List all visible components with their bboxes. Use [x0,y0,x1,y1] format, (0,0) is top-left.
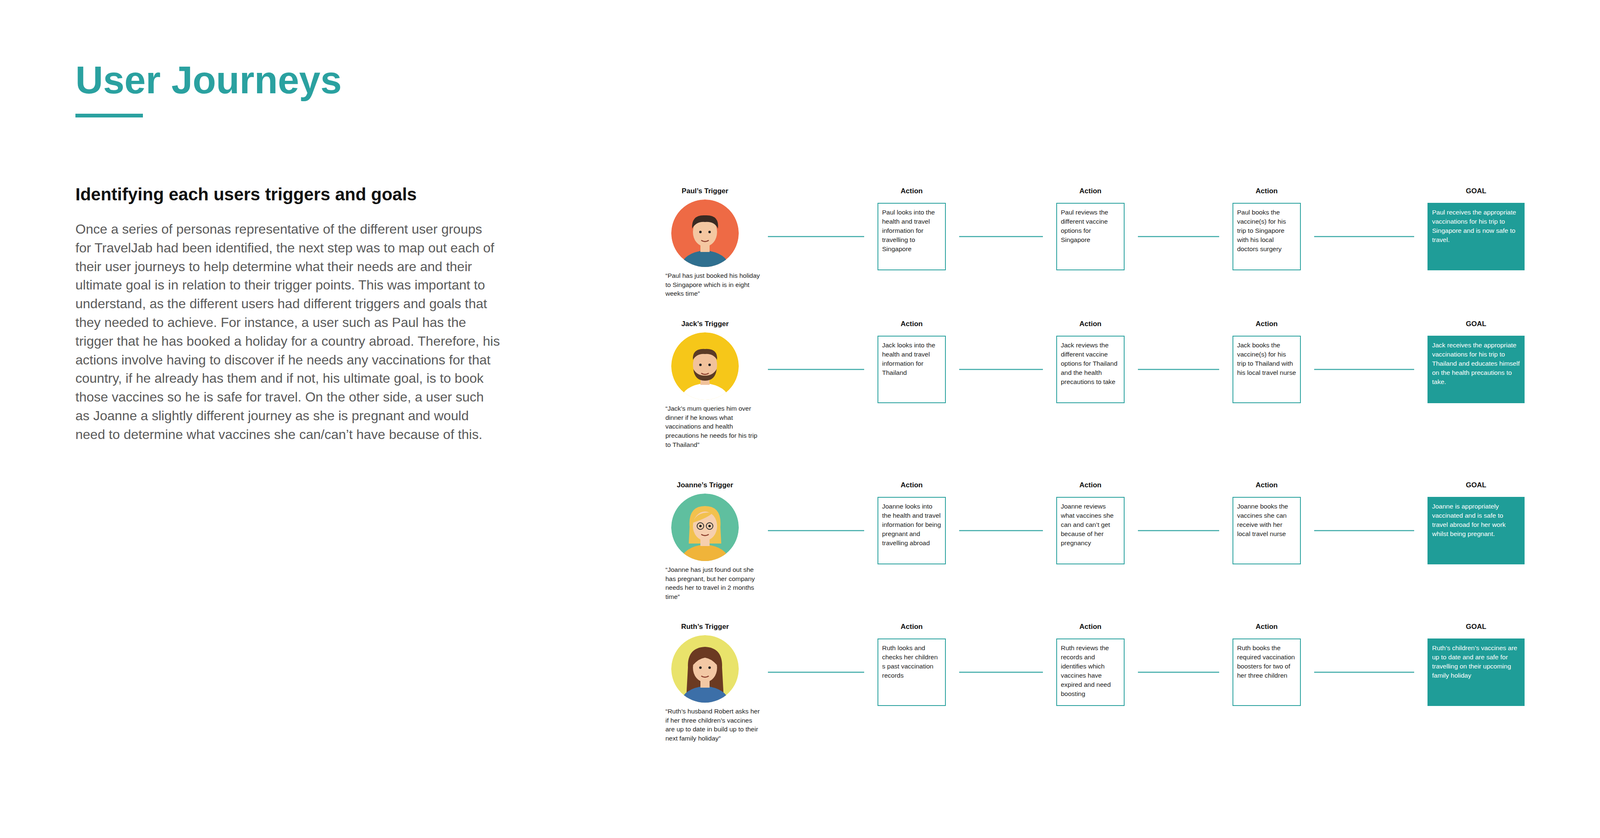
persona-trigger: Ruth’s Trigger “Ruth’s husband Robert ask… [665,622,766,744]
column-heading: Action [1056,622,1125,632]
column-heading: Action [1056,320,1125,329]
page-title: User Journeys [75,58,342,103]
goal-heading: GOAL [1427,622,1525,632]
column-heading: Action [1056,187,1125,196]
goal-text: Joanne is appropriately vaccinated and i… [1432,502,1520,539]
column-heading: Action [1232,320,1301,329]
action-box: Jack books the vaccine(s) for his trip t… [1232,335,1301,404]
action-box: Ruth looks and checks her children s pas… [877,638,946,707]
journey-connector [959,530,1043,532]
column-heading: Action [1232,187,1301,196]
column-heading: Action [877,320,946,329]
persona-trigger: Jack’s Trigger “Jack’s mum queries him ov… [665,320,766,450]
persona-trigger: Paul’s Trigger “Paul has just booked his … [665,187,766,299]
trigger-heading: Jack’s Trigger [665,320,745,329]
column-heading: Action [877,481,946,490]
journey-connector [1314,236,1415,238]
action-text: Jack looks into the health and travel in… [882,340,942,378]
trigger-quote: “Joanne has just found out she has pregn… [665,565,763,602]
journey-connector [1137,236,1220,238]
action-box: Ruth books the required vaccination boos… [1232,638,1301,707]
column-heading: Action [1232,481,1301,490]
goal-box: Jack receives the appropriate vaccinatio… [1427,335,1525,404]
trigger-heading: Ruth’s Trigger [665,622,745,632]
journey-connector [1137,530,1220,532]
action-text: Ruth books the required vaccination boos… [1237,643,1297,681]
persona-avatar [671,332,739,400]
trigger-heading: Paul’s Trigger [665,187,745,196]
journey-connector [1314,672,1415,674]
goal-heading: GOAL [1427,320,1525,329]
action-text: Jack reviews the different vaccine optio… [1060,340,1120,387]
action-box: Ruth reviews the records and identifies … [1056,638,1125,707]
action-text: Joanne looks into the health and travel … [882,502,942,548]
journey-connector [767,672,865,674]
column-heading: Action [877,187,946,196]
goal-text: Ruth’s children’s vaccines are up to dat… [1432,643,1520,681]
action-text: Paul reviews the different vaccine optio… [1060,207,1120,245]
section-heading: Identifying each users triggers and goal… [75,184,534,205]
journey-connector [767,530,865,532]
action-box: Paul reviews the different vaccine optio… [1056,202,1125,271]
action-text: Paul looks into the health and travel in… [882,207,942,254]
goal-heading: GOAL [1427,481,1525,490]
action-box: Joanne looks into the health and travel … [877,497,946,565]
trigger-quote: “Paul has just booked his holiday to Sin… [665,271,763,299]
goal-box: Ruth’s children’s vaccines are up to dat… [1427,638,1525,707]
journey-connector [767,236,865,238]
action-text: Jack books the vaccine(s) for his trip t… [1237,340,1297,378]
journey-connector [1137,369,1220,371]
goal-text: Paul receives the appropriate vaccinatio… [1432,207,1520,245]
persona-avatar [671,635,739,703]
column-heading: Action [877,622,946,632]
action-box: Joanne books the vaccines she can receiv… [1232,497,1301,565]
goal-heading: GOAL [1427,187,1525,196]
action-text: Ruth reviews the records and identifies … [1060,643,1120,699]
trigger-quote: “Ruth’s husband Robert asks her if her t… [665,707,763,744]
title-underline [75,113,143,118]
action-box: Paul looks into the health and travel in… [877,202,946,271]
action-text: Paul books the vaccine(s) for his trip t… [1237,207,1297,254]
column-heading: Action [1056,481,1125,490]
action-text: Joanne books the vaccines she can receiv… [1237,502,1297,539]
journey-connector [1137,672,1220,674]
journey-connector [1314,369,1415,371]
action-box: Joanne reviews what vaccines she can and… [1056,497,1125,565]
trigger-heading: Joanne’s Trigger [665,481,745,490]
column-heading: Action [1232,622,1301,632]
action-text: Joanne reviews what vaccines she can and… [1060,502,1120,548]
journey-connector [1314,530,1415,532]
goal-box: Joanne is appropriately vaccinated and i… [1427,497,1525,565]
action-box: Paul books the vaccine(s) for his trip t… [1232,202,1301,271]
action-box: Jack reviews the different vaccine optio… [1056,335,1125,404]
trigger-quote: “Jack’s mum queries him over dinner if h… [665,404,763,450]
action-box: Jack looks into the health and travel in… [877,335,946,404]
goal-box: Paul receives the appropriate vaccinatio… [1427,202,1525,271]
persona-trigger: Joanne’s Trigger “Joanne has just found o… [665,481,766,602]
persona-avatar [671,199,739,268]
action-text: Ruth looks and checks her children s pas… [882,643,942,681]
goal-text: Jack receives the appropriate vaccinatio… [1432,340,1520,387]
journey-connector [959,236,1043,238]
persona-avatar [671,493,739,562]
journey-connector [767,369,865,371]
body-paragraph: Once a series of personas representative… [75,220,501,445]
journey-connector [959,369,1043,371]
journey-connector [959,672,1043,674]
